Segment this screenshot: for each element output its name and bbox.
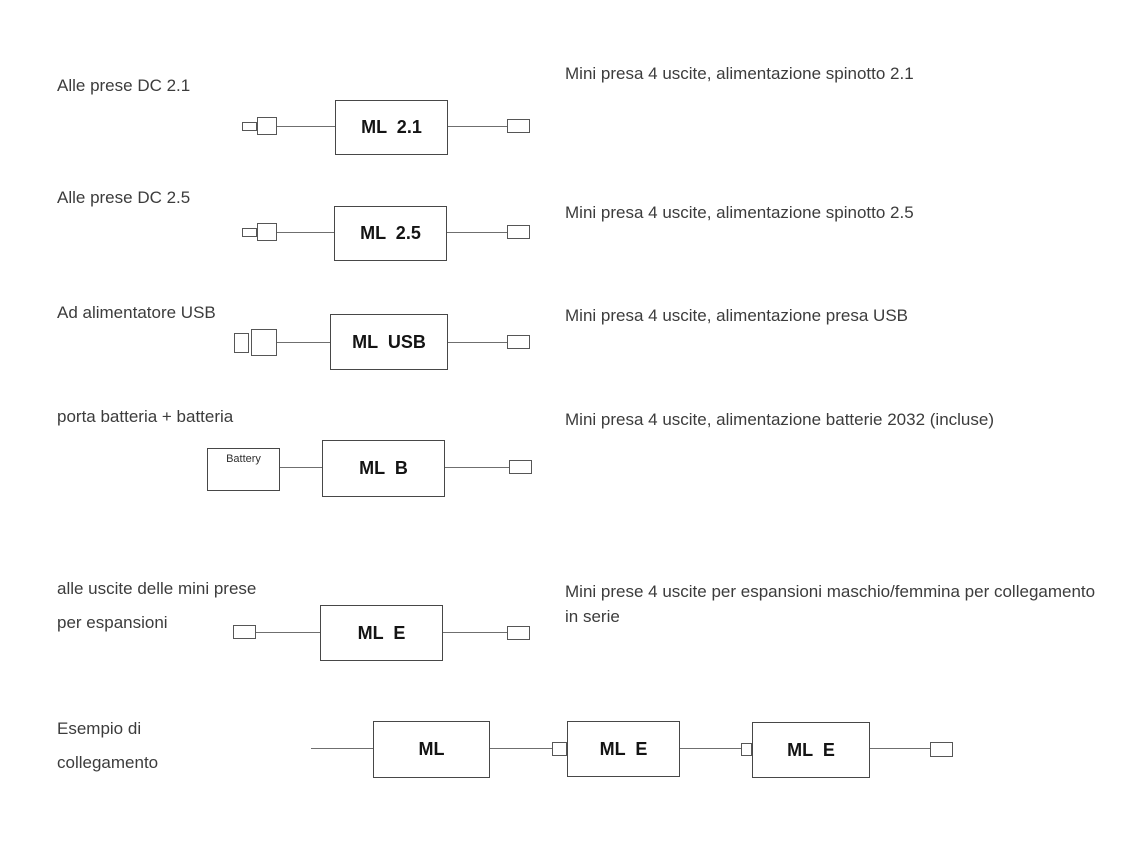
row-label-line2: collegamento — [57, 753, 159, 772]
wire — [447, 232, 507, 234]
wire — [277, 126, 335, 128]
wire — [680, 748, 741, 750]
battery-box: Battery — [207, 448, 280, 491]
output-connector — [507, 119, 530, 133]
row-description: Mini presa 4 uscite, alimentazione batte… — [565, 410, 995, 429]
output-connector — [509, 460, 532, 474]
battery-box-label: Battery — [226, 453, 261, 465]
output-connector — [507, 626, 530, 640]
wire — [277, 342, 330, 344]
module-box: ML B — [322, 440, 445, 497]
dc-plug-tip — [242, 228, 257, 237]
row-label-line2: per espansioni — [57, 613, 168, 632]
module-box: ML E — [752, 722, 870, 778]
wire — [311, 748, 373, 750]
module-box: ML USB — [330, 314, 448, 370]
wire — [280, 467, 322, 469]
wire — [448, 126, 507, 128]
output-connector — [507, 225, 530, 239]
wire — [443, 632, 507, 634]
wire — [445, 467, 509, 469]
dc-plug-tip — [242, 122, 257, 131]
row-description: Mini presa 4 uscite, alimentazione presa… — [565, 306, 908, 325]
module-box: ML E — [567, 721, 680, 777]
usb-plug-tip — [234, 333, 249, 353]
inline-connector — [741, 743, 752, 756]
output-connector — [507, 335, 530, 349]
wire — [490, 748, 552, 750]
row-label: alle uscite delle mini prese — [57, 579, 257, 598]
module-box: ML 2.5 — [334, 206, 447, 261]
wire — [256, 632, 320, 634]
inline-connector — [552, 742, 567, 756]
wire — [448, 342, 507, 344]
output-connector — [930, 742, 953, 757]
row-label: Alle prese DC 2.5 — [57, 188, 191, 207]
row-label: Alle prese DC 2.1 — [57, 76, 191, 95]
module-box: ML E — [320, 605, 443, 661]
dc-plug-barrel — [257, 223, 277, 241]
row-label: Esempio di — [57, 719, 142, 738]
wire — [277, 232, 335, 234]
usb-plug-body — [251, 329, 277, 356]
row-description: Mini presa 4 uscite, alimentazione spino… — [565, 203, 914, 222]
module-box: ML — [373, 721, 490, 778]
row-description: Mini presa 4 uscite, alimentazione spino… — [565, 64, 914, 83]
row-description: Mini prese 4 uscite per espansioni masch… — [565, 582, 1096, 626]
dc-plug-barrel — [257, 117, 277, 135]
input-connector — [233, 625, 256, 639]
module-box: ML 2.1 — [335, 100, 448, 155]
row-label: Ad alimentatore USB — [57, 303, 216, 322]
row-label: porta batteria + batteria — [57, 407, 234, 426]
wire — [870, 748, 930, 750]
